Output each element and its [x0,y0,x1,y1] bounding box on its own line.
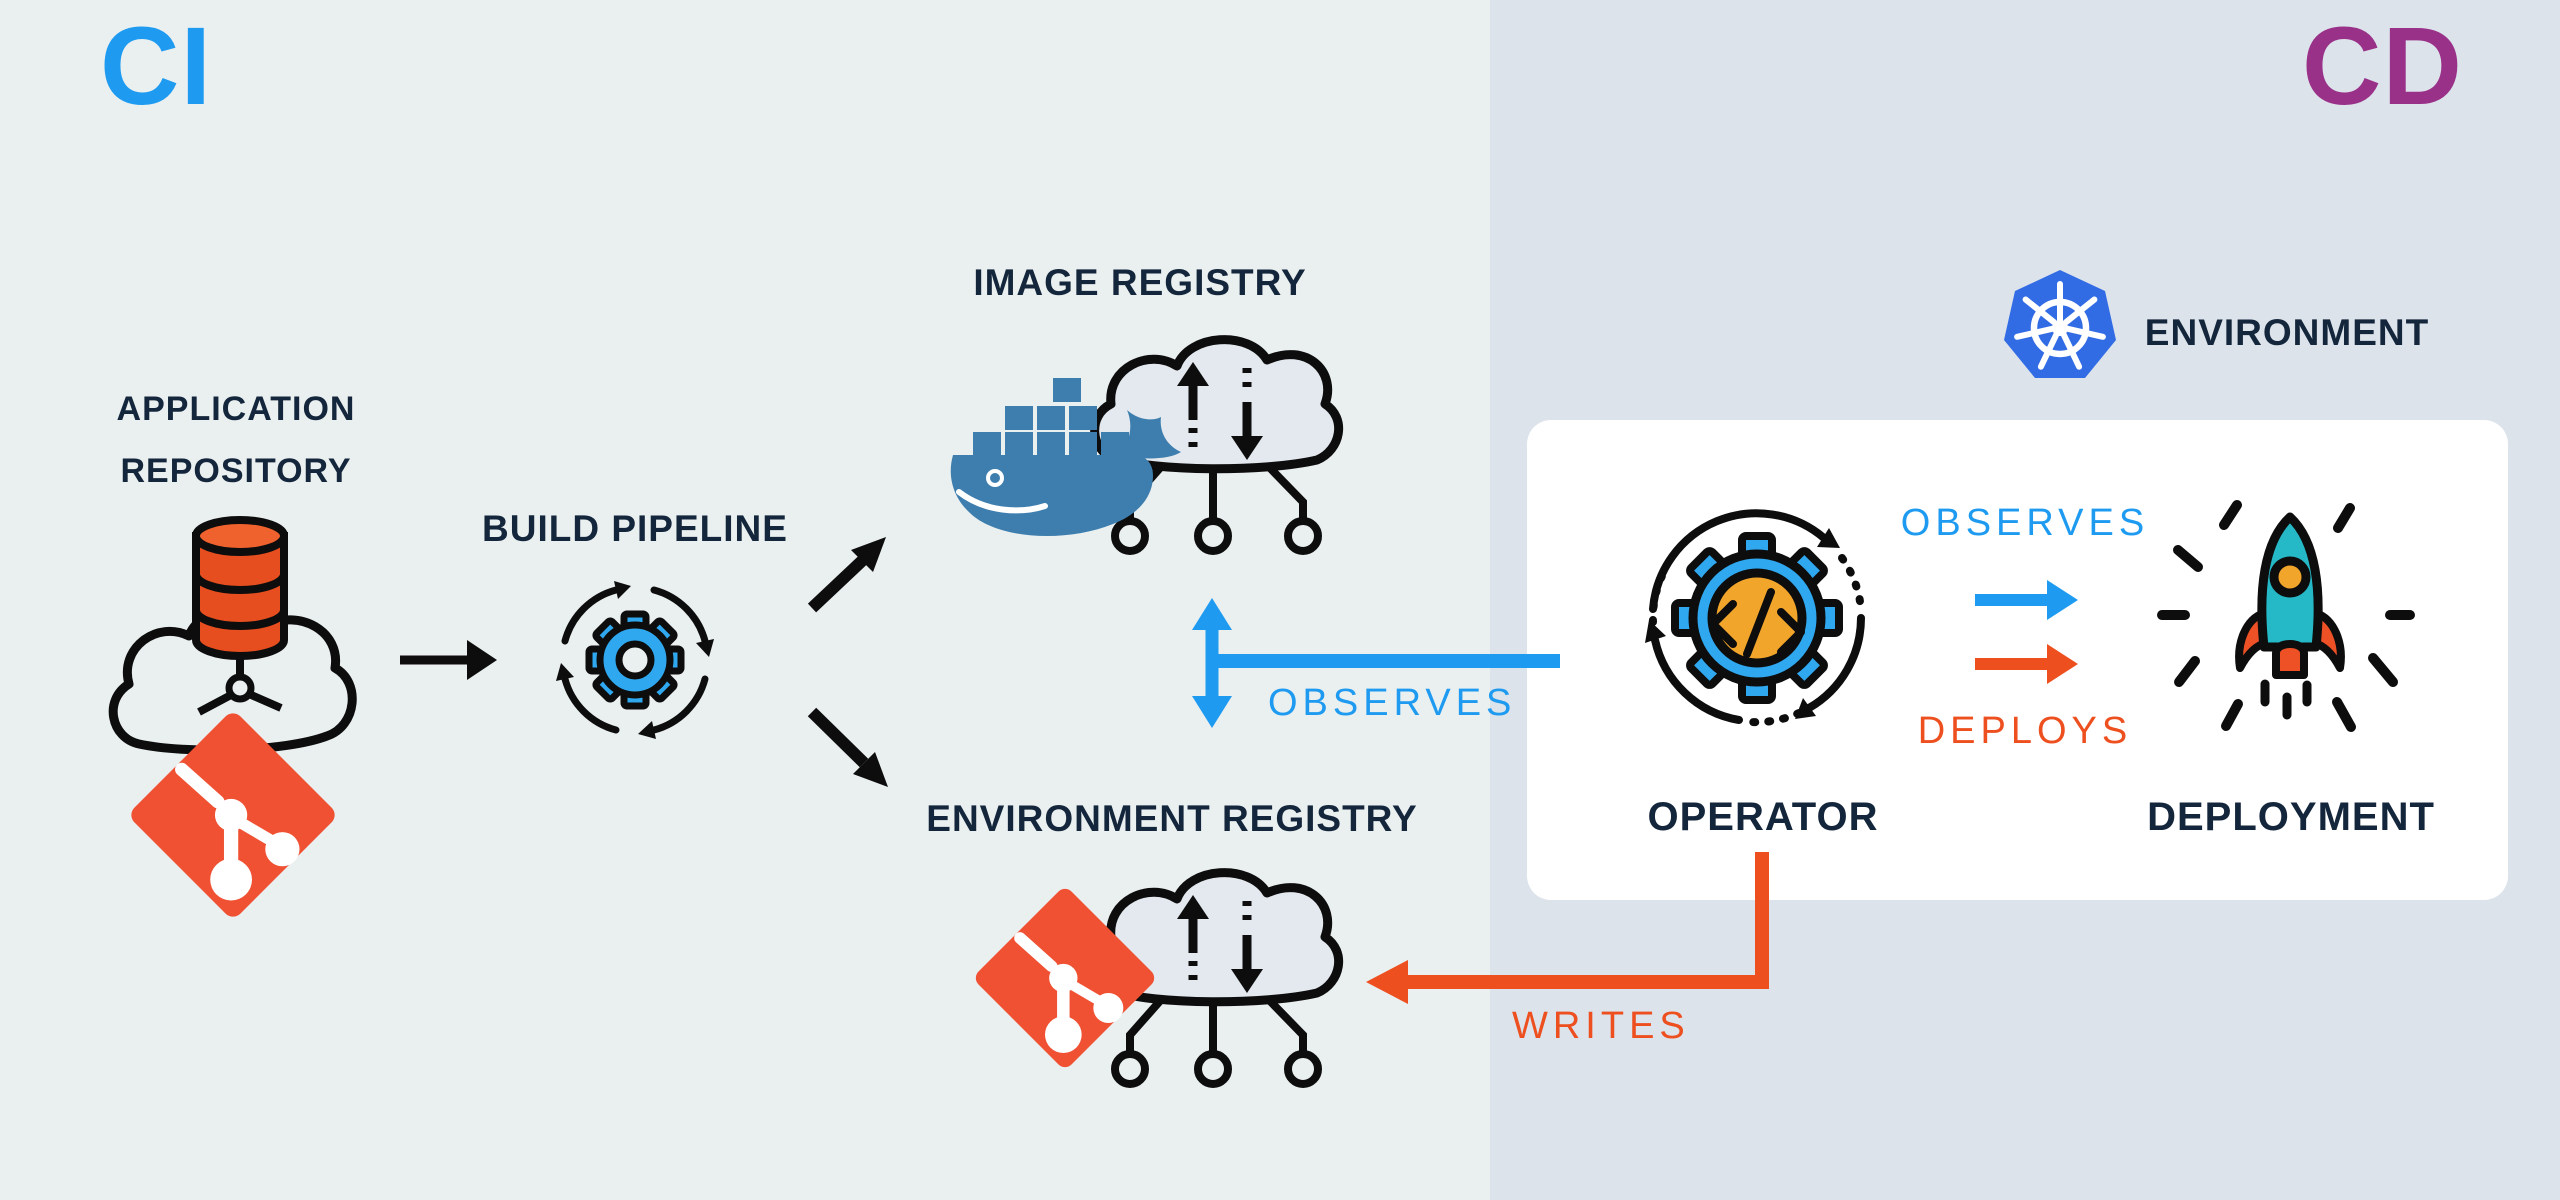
application-repository-label: APPLICATION REPOSITORY [56,378,416,502]
application-repository-label-line1: APPLICATION [116,390,356,428]
rotation-arrows-icon [1648,509,1865,727]
ci-section-label: CI [100,5,212,128]
build-pipeline-icon [556,581,714,739]
code-glyph-icon [1709,588,1805,658]
operator-label: OPERATOR [1647,795,1879,839]
build-to-image-arrow [807,537,886,613]
cycle-arrows-icon [561,586,709,734]
kubernetes-icon [2004,270,2116,378]
cd-section-label: CD [2302,5,2463,128]
observes-deployment-arrow [1975,580,2078,620]
cycle-arrowheads [556,581,714,739]
exhaust-dashes [2260,679,2312,720]
observes-registry-label: OBSERVES [1268,682,1517,724]
environment-registry-icon [940,853,1360,1121]
deploys-arrow [1975,644,2078,684]
database-icon [192,516,288,660]
sparkle-dashes [2157,500,2415,732]
writes-connector [1366,852,1769,1004]
writes-label: WRITES [1512,1005,1690,1047]
image-registry-label: IMAGE REGISTRY [973,262,1307,303]
environment-label: ENVIRONMENT [2144,312,2430,353]
application-repository-icon [108,516,357,940]
deploys-label: DEPLOYS [1917,710,2133,752]
network-node-icon [197,652,283,716]
rotation-arrowheads [1645,528,1840,719]
deployment-label: DEPLOYMENT [2147,795,2435,839]
rocket-nozzle [2272,640,2308,679]
gear-icon [585,610,685,710]
image-registry-icon [950,318,1355,573]
observes-registry-connector [1192,598,1560,728]
environment-registry-label: ENVIRONMENT REGISTRY [926,798,1418,839]
application-repository-label-line2: REPOSITORY [120,452,352,490]
repo-to-build-arrow [400,640,497,680]
deployment-rocket-icon [2157,500,2415,732]
rocket-window [2269,556,2311,598]
build-to-environment-arrow [807,707,888,787]
build-pipeline-label: BUILD PIPELINE [482,508,788,549]
gear-icon [1671,532,1843,704]
observes-deployment-label: OBSERVES [1900,502,2150,544]
docker-whale-icon [950,378,1181,537]
operator-icon [1645,509,1865,727]
